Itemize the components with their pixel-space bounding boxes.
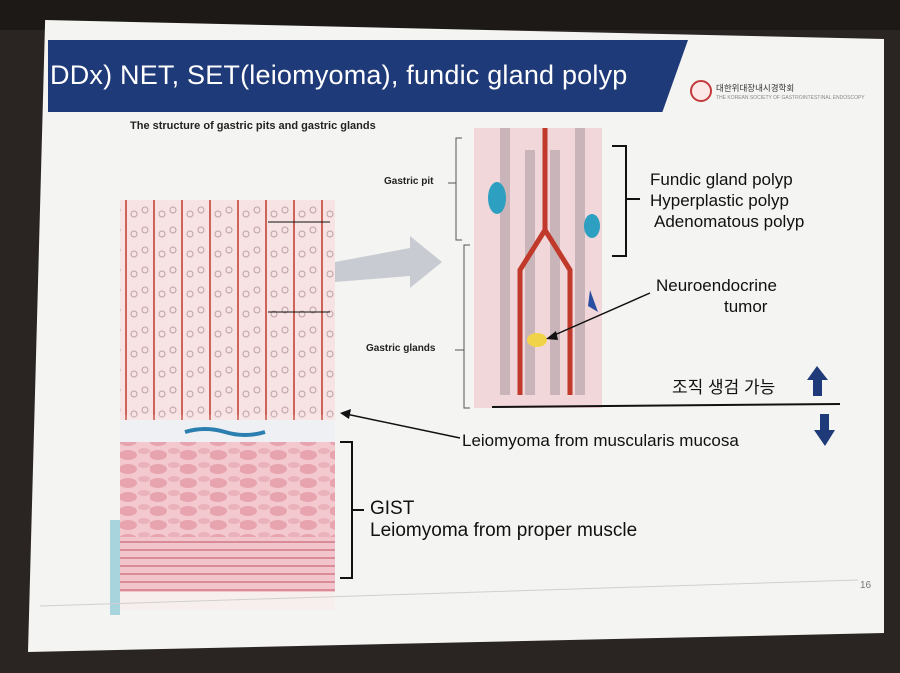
label-leiomyoma-muscularis-mucosa: Leiomyoma from muscularis mucosa	[462, 431, 739, 450]
logo-text: 대한위대장내시경학회	[716, 83, 795, 93]
logo-emblem-icon	[690, 80, 712, 102]
net-pointer-arrow	[549, 292, 651, 338]
submucosa-vessel	[184, 427, 266, 437]
label-neuroendocrine: Neuroendocrine	[656, 276, 777, 295]
cursor-icon	[588, 290, 598, 312]
label-gist: GIST	[370, 498, 415, 519]
slide-title: DDx) NET, SET(leiomyoma), fundic gland p…	[50, 60, 628, 90]
arrow-up-icon	[807, 366, 828, 396]
page-number: 16	[860, 580, 872, 591]
gastric-glands-bracket	[463, 244, 470, 409]
proper-muscle-bracket	[340, 441, 353, 579]
label-adenomatous-polyp: Adenomatous polyp	[654, 212, 805, 231]
logo-subtext: THE KOREAN SOCIETY OF GASTROINTESTINAL E…	[716, 95, 865, 101]
serosa-edge	[110, 520, 120, 615]
gland-illustration	[474, 128, 602, 408]
net-arrowhead-icon	[546, 331, 558, 340]
muscularis-propria-inner	[120, 442, 335, 537]
gland-base-layer	[120, 365, 335, 420]
label-fundic-gland-polyp: Fundic gland polyp	[650, 170, 793, 189]
society-logo: 대한위대장내시경학회 THE KOREAN SOCIETY OF GASTROI…	[690, 76, 865, 112]
label-gastric-pit: Gastric pit	[384, 176, 434, 187]
polyp-bracket	[612, 145, 627, 257]
label-tumor: tumor	[724, 297, 768, 316]
leiomyoma-mm-arrowhead-icon	[340, 409, 351, 419]
arrow-down-icon	[814, 414, 835, 446]
diagram-caption: The structure of gastric pits and gastri…	[130, 120, 376, 132]
muscularis-propria-outer	[120, 537, 335, 592]
tissue-block	[110, 200, 335, 615]
serosa-layer	[120, 592, 335, 610]
capillary	[584, 214, 600, 238]
label-leiomyoma-proper-muscle: Leiomyoma from proper muscle	[370, 520, 638, 541]
leiomyoma-mm-arrow	[345, 413, 461, 439]
footer-divider	[39, 579, 859, 607]
label-hyperplastic-polyp: Hyperplastic polyp	[650, 191, 789, 210]
zoom-arrow-icon	[335, 236, 442, 288]
gland-lumen	[517, 128, 573, 395]
capillary	[488, 182, 506, 214]
gastric-pit-bracket	[455, 137, 462, 241]
title-bar	[48, 40, 688, 112]
label-gastric-glands: Gastric glands	[366, 343, 436, 354]
neuroendocrine-cell	[527, 333, 547, 347]
label-biopsy-possible: 조직 생검 가능	[672, 378, 776, 397]
gland-walls	[500, 128, 585, 395]
biopsy-depth-line	[491, 403, 841, 408]
